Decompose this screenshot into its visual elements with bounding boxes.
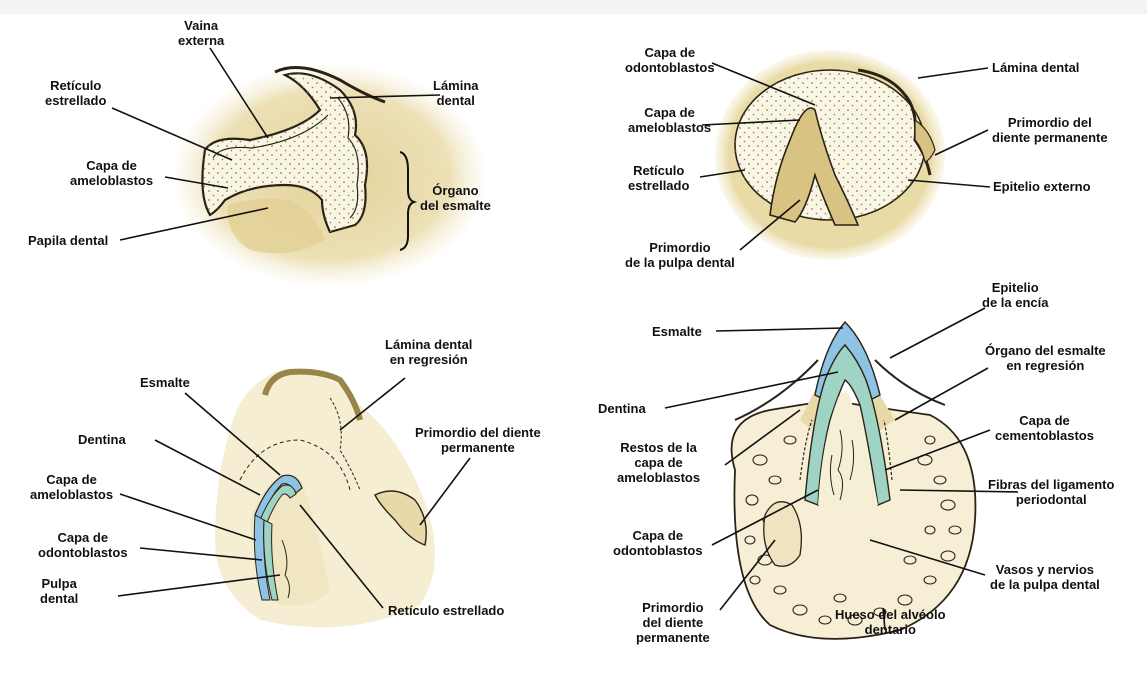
panel-b-illustration [715,50,945,260]
panel-d-illustration [732,322,976,639]
label-dentina-d: Dentina [598,401,646,416]
label-papila-dental: Papila dental [28,233,108,248]
label-reticulo-estrellado-c: Retículo estrellado [388,603,504,618]
label-esmalte-c: Esmalte [140,375,190,390]
label-dentina-c: Dentina [78,432,126,447]
panel-c-illustration [215,370,435,627]
panel-d-permanent-tooth-germ [764,502,802,567]
label-lamina-dental-b: Lámina dental [992,60,1079,75]
label-epitelio-externo: Epitelio externo [993,179,1091,194]
label-esmalte-d: Esmalte [652,324,702,339]
